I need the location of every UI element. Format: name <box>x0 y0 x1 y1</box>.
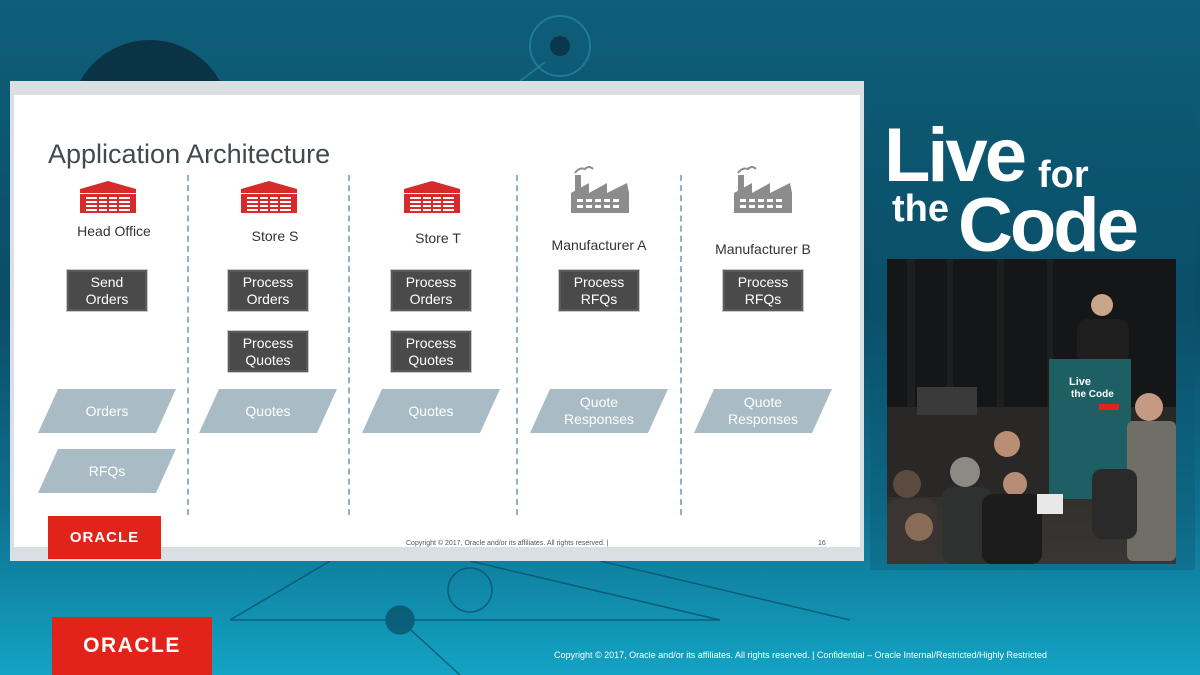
process-box-label: Process RFQs <box>738 274 789 308</box>
process-box-label: Process Orders <box>406 274 457 308</box>
warehouse-icon <box>78 179 138 213</box>
process-box-label: Process RFQs <box>574 274 625 308</box>
speaker-scene: Live the Code <box>887 259 1176 564</box>
live-for-the-code-logo: Live for the Code <box>878 112 1178 262</box>
node-label-store-t: Store T <box>415 230 461 246</box>
column-divider <box>348 175 350 515</box>
data-shape-label: Quotes <box>245 403 290 420</box>
data-shape-quote-responses: Quote Responses <box>694 389 832 433</box>
slide: Application Architecture Head Office Sen… <box>14 95 860 547</box>
data-shape-label: Quote Responses <box>728 394 798 428</box>
data-shape-label: RFQs <box>89 463 126 480</box>
process-box-label: Process Quotes <box>406 335 457 369</box>
process-box-label: Send Orders <box>86 274 129 308</box>
data-shape-label: Quotes <box>408 403 453 420</box>
speaker-video-feed: Live the Code <box>887 259 1176 564</box>
process-box-process-quotes: Process Quotes <box>227 330 309 373</box>
node-label-head-office: Head Office <box>77 223 151 239</box>
process-box-label: Process Quotes <box>243 335 294 369</box>
node-label-store-s: Store S <box>252 228 299 244</box>
factory-icon <box>569 165 631 213</box>
warehouse-icon <box>239 179 299 213</box>
brand-word-code: Code <box>958 188 1136 264</box>
column-divider <box>680 175 682 515</box>
process-box-process-rfqs: Process RFQs <box>558 269 640 312</box>
node-label-manufacturer-a: Manufacturer A <box>552 237 647 253</box>
data-shape-label: Orders <box>86 403 129 420</box>
process-box-process-orders: Process Orders <box>227 269 309 312</box>
factory-icon <box>732 165 794 213</box>
process-box-process-quotes: Process Quotes <box>390 330 472 373</box>
node-label-manufacturer-b: Manufacturer B <box>715 241 811 257</box>
column-divider <box>187 175 189 515</box>
brand-word-the: the <box>892 190 949 228</box>
data-shape-orders: Orders <box>38 389 176 433</box>
slide-page-number: 16 <box>818 540 826 547</box>
confidentiality-footer: Copyright © 2017, Oracle and/or its affi… <box>554 650 1047 660</box>
svg-text:the Code: the Code <box>1071 389 1114 400</box>
column-divider <box>516 175 518 515</box>
data-shape-quote-responses: Quote Responses <box>530 389 668 433</box>
process-box-send-orders: Send Orders <box>66 269 148 312</box>
process-box-label: Process Orders <box>243 274 294 308</box>
process-box-process-rfqs: Process RFQs <box>722 269 804 312</box>
data-shape-label: Quote Responses <box>564 394 634 428</box>
warehouse-icon <box>402 179 462 213</box>
oracle-logo: ORACLE <box>48 516 161 559</box>
svg-text:Live: Live <box>1069 376 1091 388</box>
data-shape-quotes: Quotes <box>199 389 337 433</box>
slide-copyright: Copyright © 2017, Oracle and/or its affi… <box>406 540 609 547</box>
data-shape-rfqs: RFQs <box>38 449 176 493</box>
process-box-process-orders: Process Orders <box>390 269 472 312</box>
oracle-logo: ORACLE <box>52 617 212 675</box>
slide-frame: Application Architecture Head Office Sen… <box>10 81 864 561</box>
data-shape-quotes: Quotes <box>362 389 500 433</box>
slide-title: Application Architecture <box>48 139 330 170</box>
